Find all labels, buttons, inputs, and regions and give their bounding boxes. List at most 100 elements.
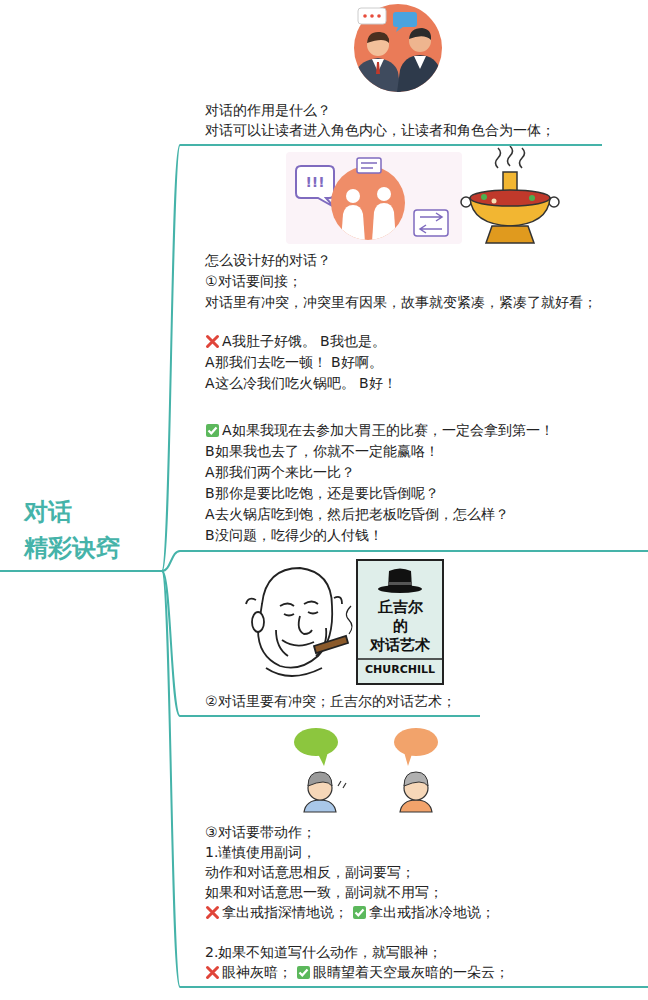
text-item: 动作和对话意思相反，副词要写； [205,862,415,882]
text-item: 对话的作用是什么？ [205,100,331,120]
speech-bubble [358,8,386,24]
text-item: A那我们两个来比一比？ [205,462,355,483]
chat-icon [357,158,381,173]
body [304,800,336,812]
ear [252,612,264,632]
branch-topic: ③对话要带动作；1.谨慎使用副词，动作和对话意思相反，副词要写；如果和对话意思一… [180,822,648,988]
people [341,187,396,242]
branch-text: 如果和对话意思一致，副词就不用写； [205,882,443,902]
text-row: 对话里有冲突，冲突里有因果，故事就变紧凑，紧凑了就好看； [205,292,648,313]
branch-text: B没问题，吃得少的人付钱！ [205,525,383,546]
vegetable [529,195,535,201]
speech-bubble [294,728,338,756]
check-box [297,966,310,979]
branch-text: 拿出戒指冰冷地说； [369,902,495,922]
cross-stroke [208,337,218,347]
text-item: 对话可以让读者进入角色内心，让读者和角色合为一体； [205,120,555,140]
text-row: A如果我现在去参加大胃王的比赛，一定会拿到第一！ [205,420,648,441]
text-item: A我肚子好饿。 B我也是。 [205,331,386,352]
root-title: 对话 精彩诀窍 [24,494,124,566]
branch-topic: 对话的作用是什么？对话可以让读者进入角色内心，让读者和角色合为一体； [180,100,602,146]
dot [370,14,374,18]
hair [409,28,431,40]
brows [280,602,318,607]
dot [363,14,367,18]
swap-icon [414,210,448,236]
bubble-tail [318,752,328,766]
body [341,205,365,242]
branch-text: A那我们两个来比一比？ [205,462,355,483]
branch-text: ③对话要带动作； [205,822,316,842]
branch-text: A如果我现在去参加大胃王的比赛，一定会拿到第一！ [222,420,554,441]
cover [357,560,443,684]
branch-text: B那你是要比吃饱，还是要比昏倒呢？ [205,483,439,504]
text-item: ③对话要带动作； [205,822,316,842]
text-row: B如果我也去了，你就不一定能赢咯！ [205,441,648,462]
speech-bubble [393,12,417,27]
text-item: A去火锅店吃到饱，然后把老板吃昏倒，怎么样？ [205,504,509,525]
check-box [206,424,219,437]
steam [496,148,501,168]
text-item: 拿出戒指冰冷地说； [352,902,495,922]
text-item: A如果我现在去参加大胃王的比赛，一定会拿到第一！ [205,420,554,441]
cigar [314,636,348,653]
text-row: 1.谨慎使用副词， [205,842,648,862]
text-row: B没问题，吃得少的人付钱！ [205,525,648,546]
text-row: 拿出戒指深情地说； 拿出戒指冰冷地说； [205,902,648,922]
branch-text: A去火锅店吃到饱，然后把老板吃昏倒，怎么样？ [205,504,509,525]
text-row: A我肚子好饿。 B我也是。 [205,331,648,352]
cross-mark [205,905,220,920]
text-item: 如果和对话意思一致，副词就不用写； [205,882,443,902]
text-item: ①对话要间接； [205,271,302,292]
head [346,189,360,203]
branch-line [162,145,180,571]
cross-mark [205,965,220,980]
branch-text: 1.谨慎使用副词， [205,842,316,862]
text-row: 怎么设计好的对话？ [205,250,648,271]
text-row: A那我们去吃一顿！ B好啊。 [205,352,648,373]
text-item: 1.谨慎使用副词， [205,842,316,862]
soup [470,190,550,206]
cross-stroke [208,907,218,917]
text-row: 2.如果不知道写什么动作，就写眼神； [205,942,648,962]
stand [486,226,534,243]
branch-topic: ②对话里要有冲突；丘吉尔的对话艺术； [180,691,480,717]
text-row: 如果和对话意思一致，副词就不用写； [205,882,648,902]
conversation-icon [286,152,462,244]
check-mark [205,423,220,438]
book-author: CHURCHILL [357,663,443,677]
text-item: ②对话里要有冲突；丘吉尔的对话艺术； [205,691,456,711]
collar [266,668,322,676]
body [372,203,396,242]
branch-line [162,551,180,571]
smoke [346,606,352,634]
tie [376,62,380,74]
branch-text: ②对话里要有冲突；丘吉尔的对话艺术； [205,691,456,711]
text-item: 眼神灰暗； [205,962,292,982]
check-stroke [356,909,364,915]
text-item: B那你是要比吃饱，还是要比昏倒呢？ [205,483,439,504]
steam [520,148,525,168]
check-mark [352,905,367,920]
branch-text: B如果我也去了，你就不一定能赢咯！ [205,441,439,462]
nose [299,616,312,634]
text-row: 对话的作用是什么？ [205,100,602,120]
head [377,187,391,201]
branch-text: 对话里有冲突，冲突里有因果，故事就变紧凑，紧凑了就好看； [205,292,597,313]
branch-text: 眼睛望着天空最灰暗的一朵云； [313,962,509,982]
text-item: 眼睛望着天空最灰暗的一朵云； [296,962,509,982]
bubble-tail [396,27,403,32]
body [400,800,432,812]
cross-stroke [208,967,218,977]
vegetable [481,194,487,200]
check-stroke [300,969,308,975]
text-item: 拿出戒指深情地说； [205,902,348,922]
text-row: 对话 精彩诀窍 [24,494,162,566]
suit [396,55,444,100]
branch-text: 动作和对话意思相反，副词要写； [205,862,415,882]
text-item: 2.如果不知道写什么动作，就写眼神； [205,942,442,962]
root-topic: 对话 精彩诀窍 [0,494,162,572]
suit [352,58,402,100]
branch-text: A我肚子好饿。 B我也是。 [222,331,386,352]
text-item: A那我们去吃一顿！ B好啊。 [205,352,383,373]
